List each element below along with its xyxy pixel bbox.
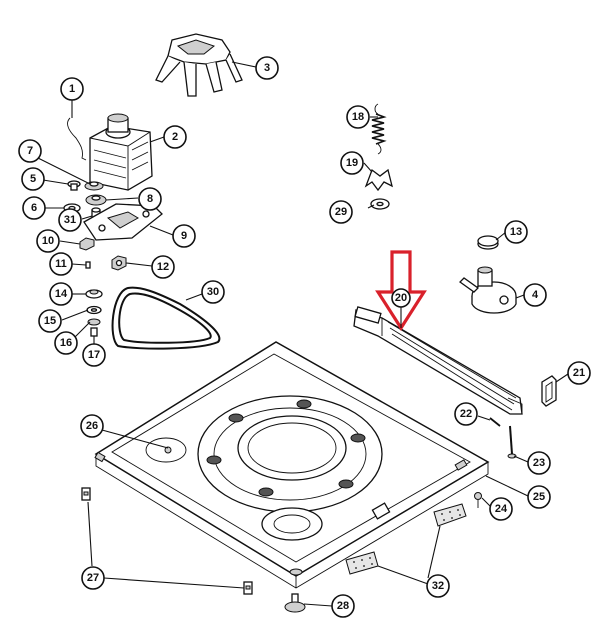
svg-text:27: 27: [87, 572, 99, 584]
callout-22: 22: [454, 402, 478, 426]
callout-12: 12: [151, 255, 175, 279]
callout-14: 14: [49, 282, 73, 306]
part-28-leveling-foot-drawing: [284, 593, 306, 613]
part-29-washer-drawing: [370, 198, 390, 210]
part-16-bearing-drawing: [87, 318, 101, 326]
callout-18: 18: [346, 105, 370, 129]
callout-21: 21: [567, 361, 591, 385]
svg-text:18: 18: [352, 111, 364, 123]
svg-text:11: 11: [55, 258, 67, 270]
part-11-pin-drawing: [85, 261, 91, 269]
svg-text:19: 19: [346, 157, 358, 169]
svg-text:12: 12: [157, 261, 169, 273]
svg-text:28: 28: [337, 600, 349, 612]
svg-text:10: 10: [42, 235, 54, 247]
svg-text:25: 25: [533, 491, 545, 503]
svg-text:31: 31: [64, 214, 76, 226]
callout-7: 7: [18, 139, 42, 163]
part-9-mount-plate-drawing: [83, 203, 163, 241]
svg-text:22: 22: [460, 408, 472, 420]
svg-text:1: 1: [69, 83, 75, 95]
base-assembly-drawing: [94, 341, 490, 589]
part-24-screw-drawing: [474, 492, 482, 508]
part-2-motor-drawing: [89, 113, 153, 191]
callout-20: 20: [391, 288, 411, 308]
callout-31: 31: [58, 208, 82, 232]
svg-text:5: 5: [30, 173, 36, 185]
svg-text:32: 32: [432, 580, 444, 592]
svg-text:7: 7: [27, 145, 33, 157]
part-10-nut-drawing: [79, 237, 95, 251]
callout-3: 3: [255, 56, 279, 80]
callout-15: 15: [38, 309, 62, 333]
svg-text:6: 6: [31, 202, 37, 214]
part-8-grommet-drawing: [85, 194, 107, 206]
part-3-support-drawing: [155, 33, 243, 97]
callout-23: 23: [527, 451, 551, 475]
leader-lines: [37, 61, 569, 607]
callout-24: 24: [489, 497, 513, 521]
part-15-washer-drawing: [86, 305, 102, 315]
callout-19: 19: [340, 151, 364, 175]
svg-text:17: 17: [88, 349, 100, 361]
part-21-bracket-drawing: [541, 375, 557, 407]
callout-4: 4: [523, 283, 547, 307]
svg-text:16: 16: [60, 337, 72, 349]
part-4-pump-drawing: [458, 266, 517, 314]
callout-28: 28: [331, 594, 355, 618]
svg-text:24: 24: [495, 503, 508, 515]
part-5-screw-drawing: [67, 180, 81, 191]
svg-text:23: 23: [533, 457, 545, 469]
part-12-nut-drawing: [111, 255, 127, 271]
svg-text:14: 14: [55, 288, 68, 300]
svg-text:9: 9: [181, 230, 187, 242]
callout-11: 11: [49, 252, 73, 276]
part-20-bracket-drawing: [353, 306, 523, 415]
svg-text:8: 8: [147, 193, 153, 205]
callout-8: 8: [138, 187, 162, 211]
part-30-belt-drawing: [111, 286, 221, 350]
part-14-pulley-drawing: [85, 289, 103, 299]
part-13-clamp-drawing: [477, 235, 499, 250]
callout-32: 32: [426, 574, 450, 598]
svg-text:20: 20: [395, 292, 407, 304]
callout-17: 17: [82, 343, 106, 367]
svg-text:15: 15: [44, 315, 56, 327]
callout-5: 5: [21, 167, 45, 191]
callout-16: 16: [54, 331, 78, 355]
callout-27: 27: [81, 566, 105, 590]
callout-2: 2: [163, 125, 187, 149]
svg-text:4: 4: [532, 289, 539, 301]
part-1-clip-drawing: [67, 117, 87, 161]
callout-10: 10: [36, 229, 60, 253]
part-18-spring-drawing: [371, 103, 387, 155]
callout-30: 30: [201, 280, 225, 304]
svg-text:29: 29: [335, 206, 347, 218]
svg-text:26: 26: [86, 420, 98, 432]
part-22-pin-drawing: [489, 417, 501, 427]
callout-29: 29: [329, 200, 353, 224]
svg-text:21: 21: [573, 367, 585, 379]
callout-26: 26: [80, 414, 104, 438]
callout-13: 13: [504, 220, 528, 244]
callout-9: 9: [172, 224, 196, 248]
part-19-clip-drawing: [364, 168, 393, 192]
highlight-arrow: [375, 250, 427, 331]
callout-1: 1: [60, 77, 84, 101]
svg-text:3: 3: [264, 62, 270, 74]
callout-6: 6: [22, 196, 46, 220]
svg-text:13: 13: [510, 226, 522, 238]
callout-25: 25: [527, 485, 551, 509]
svg-text:30: 30: [207, 286, 219, 298]
part-17-nut-drawing: [90, 327, 98, 337]
part-23-bolt-drawing: [507, 425, 517, 459]
svg-text:2: 2: [172, 131, 178, 143]
